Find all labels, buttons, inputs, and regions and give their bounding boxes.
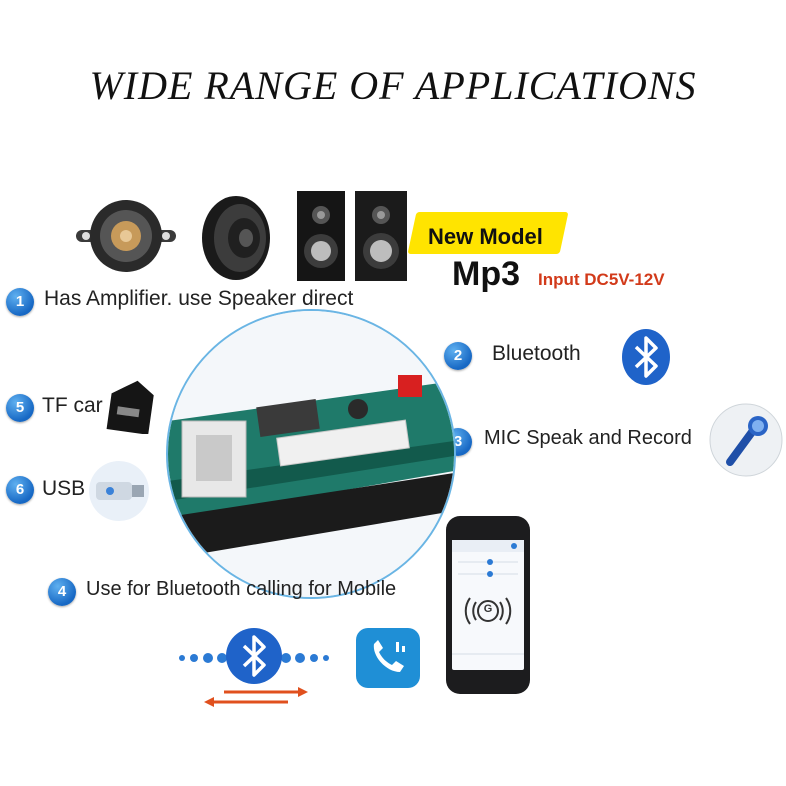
- phone-call-icon: [356, 628, 420, 688]
- page-title: WIDE RANGE OF APPLICATIONS: [89, 63, 697, 108]
- feature-1-badge: 1: [6, 288, 34, 316]
- tf-card-icon: [106, 380, 154, 434]
- bookshelf-speakers-icon: [297, 191, 407, 281]
- bluetooth-icon: [622, 329, 670, 385]
- woofer-speaker-icon: [202, 196, 270, 280]
- feature-2-text: Bluetooth: [492, 342, 581, 365]
- feature-5-text: TF car: [42, 394, 103, 417]
- feature-1-text: Has Amplifier. use Speaker direct: [44, 287, 354, 310]
- bluetooth-transfer-icon: [179, 628, 329, 707]
- mp3-label: Mp3: [452, 255, 520, 293]
- mp3-board-circle: [166, 309, 456, 599]
- feature-4-badge: 4: [48, 578, 76, 606]
- input-voltage-label: Input DC5V-12V: [538, 270, 665, 289]
- feature-5-badge: 5: [6, 394, 34, 422]
- buzzer-speaker-icon: [76, 200, 176, 272]
- feature-2-badge: 2: [444, 342, 472, 370]
- microphone-icon: [709, 403, 783, 477]
- feature-4-text: Use for Bluetooth calling for Mobile: [86, 578, 397, 600]
- feature-6-badge: 6: [6, 476, 34, 504]
- mp3-board-icon: [168, 311, 454, 597]
- new-model-label: New Model: [428, 224, 543, 249]
- phone-app-ui: [452, 540, 524, 655]
- usb-drive-icon: [89, 461, 149, 521]
- phone-logo-letter: G: [483, 603, 493, 615]
- feature-6-text: USB: [42, 477, 86, 500]
- feature-3-text: MIC Speak and Record: [484, 427, 692, 449]
